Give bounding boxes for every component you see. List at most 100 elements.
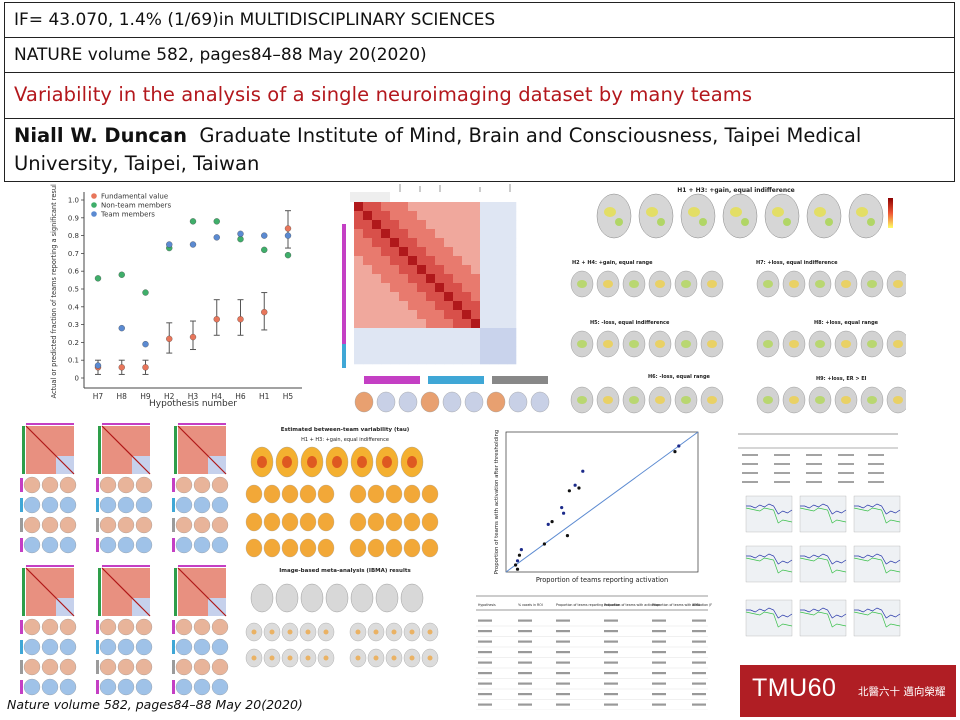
mini-group-bar [172,680,175,694]
mini-brain [175,496,193,514]
matrix-cell [498,202,508,212]
matrix-cell [453,292,463,302]
mini-group-bar [172,538,175,552]
table-cell-value [692,682,706,685]
proportion-figure: Proportion of teams reporting activation… [456,426,712,710]
data-point-team-members [118,325,125,332]
x-tick-label: H9 [140,392,151,401]
tau-brain-small [263,484,281,504]
activation-blob [615,218,623,226]
matrix-cell [498,346,508,356]
matrix-cell [426,319,436,329]
matrix-cell [462,229,472,239]
matrix-cell [489,355,499,365]
ts-table-cell [838,454,854,456]
matrix-cell [471,211,481,221]
matrix-cell [408,310,418,320]
matrix-cell [444,220,454,230]
matrix-cell [408,337,418,347]
matrix-cell [381,301,391,311]
ts-line-blue [854,503,901,515]
activation-blob [841,340,851,348]
matrix-cell [489,292,499,302]
matrix-cell [372,346,382,356]
ts-line-green [853,507,901,524]
matrix-cell [444,328,454,338]
mini-brain [59,638,77,656]
data-point-team-members [213,234,220,241]
data-point-fundamental-value [237,316,244,323]
matrix-cell [390,238,400,248]
tau-hotspot [357,456,367,468]
matrix-cell [399,238,409,248]
matrix-cell [489,247,499,257]
mini-group-bar [20,620,23,634]
table-cell-value [556,640,570,643]
mini-brain [59,658,77,676]
x-tick-label: H3 [188,392,199,401]
mini-brain [135,476,153,494]
matrix-cell [372,274,382,284]
activation-blob [815,396,825,404]
affiliation-line-2: University, Taipei, Taiwan [14,152,260,175]
matrix-cell [498,229,508,239]
mini-brain [99,536,117,554]
mini-brain [117,476,135,494]
matrix-cell [399,337,409,347]
matrix-cell [390,202,400,212]
matrix-cell [363,319,373,329]
ibma-blob [269,655,275,661]
ibma-blob [373,655,379,661]
matrix-cell [417,220,427,230]
matrix-cell [462,292,472,302]
matrix-cell [480,310,490,320]
table-cell-value [604,651,618,654]
ts-line-blue [800,553,847,565]
x-tick-label: H8 [117,392,128,401]
matrix-cell [507,211,517,221]
matrix-cell [471,283,481,293]
brain-title-5: H8: +loss, equal range [814,320,879,326]
scatter-point [565,534,570,538]
ibma-blob [355,629,361,635]
ts-table-cell [838,463,854,465]
activation-blob [814,207,826,217]
matrix-cell [462,301,472,311]
ts-table-cell [774,481,790,483]
matrix-cell [453,202,463,212]
table-header-cell: Proportion of teams reporting activation [556,603,620,607]
activation-blob [707,396,717,404]
mini-brain [135,618,153,636]
matrix-cell [462,202,472,212]
matrix-cell [444,355,454,365]
table-cell-value [478,703,492,706]
matrix-cell [354,310,364,320]
matrix-cell [444,274,454,284]
matrix-cell [489,274,499,284]
matrix-cell [390,328,400,338]
brain-slice [638,193,674,239]
brain-slice [464,391,484,413]
matrix-cell [354,292,364,302]
matrix-cell [363,202,373,212]
matrix-cell [372,220,382,230]
hypothesis-matrices [20,423,229,696]
data-point-non-team-members [213,218,220,225]
mini-brain [175,638,193,656]
mini-brain [175,678,193,696]
ibma-brain [375,583,399,613]
matrix-cell [480,247,490,257]
x-tick-label: H1 [259,392,270,401]
matrix-cell [381,247,391,257]
data-point-team-members [261,232,268,239]
brain-slice [486,391,506,413]
matrix-cell [399,283,409,293]
data-point-non-team-members [284,252,292,259]
data-point-non-team-members [237,236,244,243]
matrix-cell [435,256,445,266]
matrix-cell [390,301,400,311]
activation-blob [655,280,665,288]
matrix-cell [399,265,409,275]
tau-hotspot [407,456,417,468]
matrix-cell [480,292,490,302]
